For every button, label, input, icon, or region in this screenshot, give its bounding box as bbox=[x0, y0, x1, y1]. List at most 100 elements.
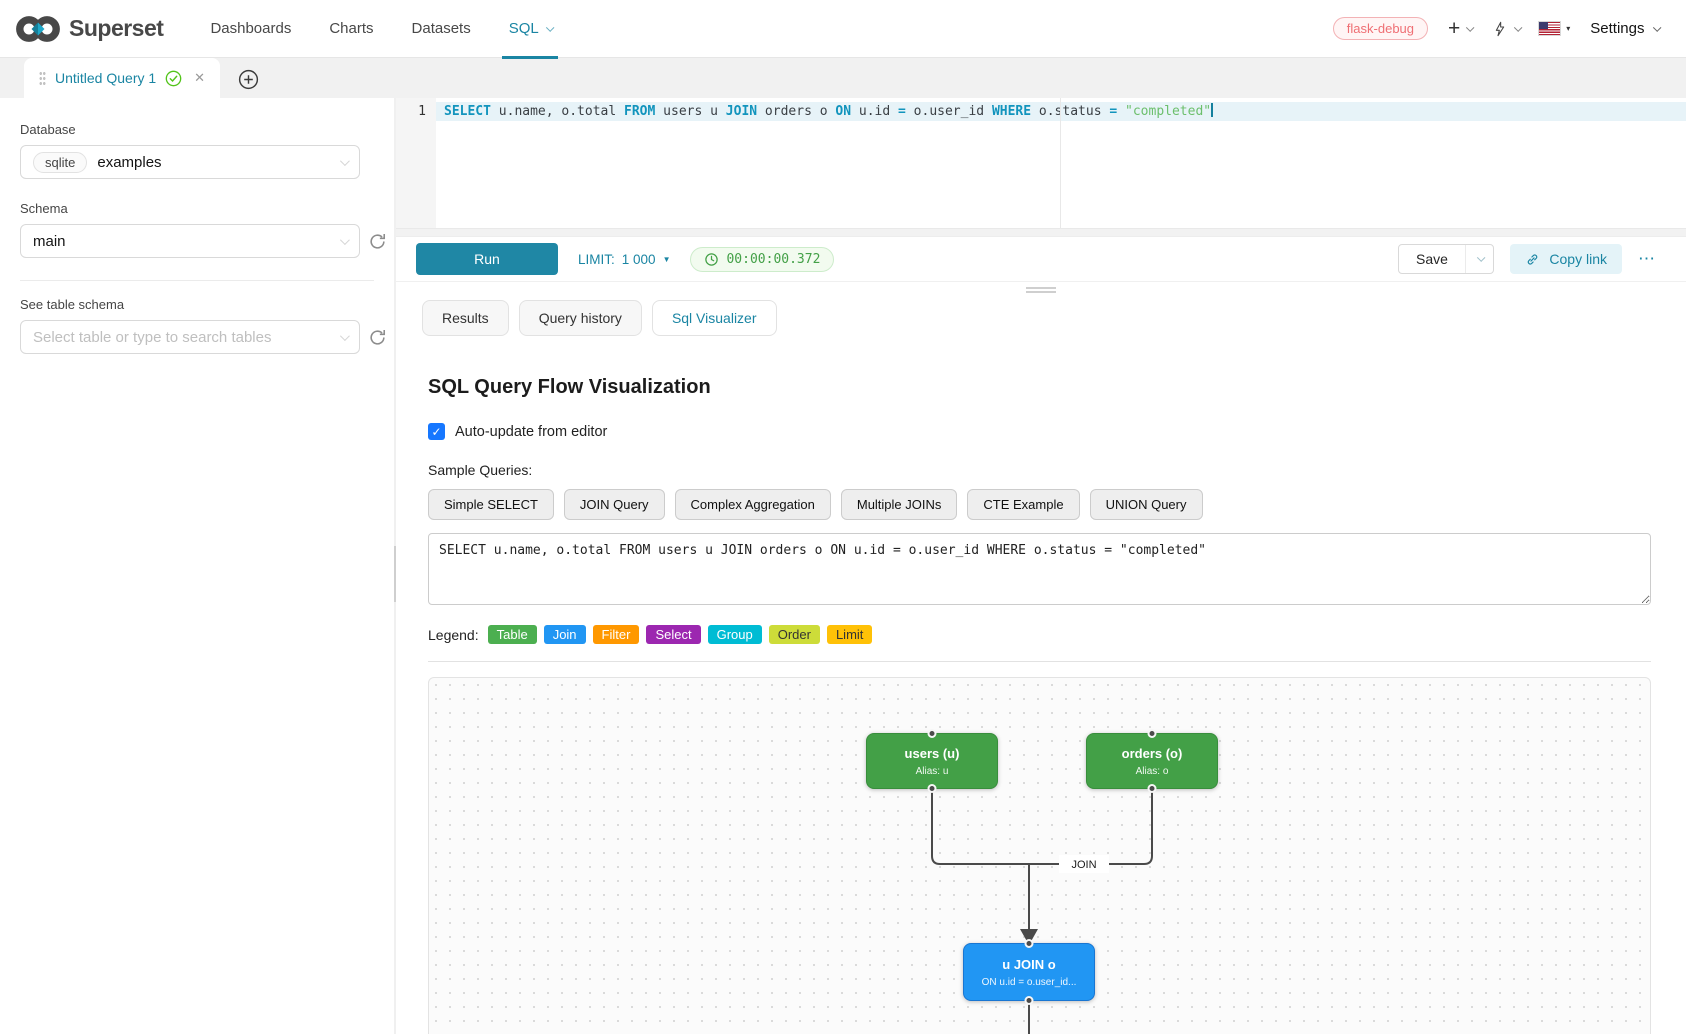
node-handle-bottom[interactable] bbox=[1147, 784, 1157, 793]
node-subtitle: Alias: o bbox=[1135, 765, 1169, 777]
arrowhead-icon bbox=[1020, 929, 1038, 945]
lightning-icon bbox=[1495, 21, 1504, 36]
query-tab-untitled-query-1[interactable]: Untitled Query 1 ✕ bbox=[24, 58, 221, 98]
print-margin-line bbox=[1060, 98, 1061, 228]
copy-link-button[interactable]: Copy link bbox=[1510, 244, 1622, 274]
sample-query-simple-select[interactable]: Simple SELECT bbox=[428, 489, 554, 520]
saved-check-icon bbox=[165, 70, 182, 86]
link-icon bbox=[1528, 253, 1538, 265]
caret-down-icon: ▼ bbox=[662, 254, 671, 264]
sql-editor[interactable]: 1 SELECT u.name, o.total FROM users u JO… bbox=[396, 98, 1686, 228]
sample-query-cte-example[interactable]: CTE Example bbox=[967, 489, 1080, 520]
refresh-schemas-button[interactable] bbox=[368, 232, 387, 251]
database-select[interactable]: sqlite examples bbox=[20, 145, 360, 179]
limit-dropdown[interactable]: LIMIT: 1 000 ▼ bbox=[578, 252, 670, 267]
flow-edges: JOIN bbox=[931, 789, 1153, 1034]
chevron-down-icon bbox=[339, 155, 350, 166]
query-tabbar: Untitled Query 1 ✕ bbox=[0, 58, 1686, 98]
run-button[interactable]: Run bbox=[416, 243, 558, 275]
chevron-down-icon bbox=[1652, 23, 1661, 31]
node-handle-top[interactable] bbox=[927, 729, 937, 738]
south-pane-resizer[interactable] bbox=[396, 282, 1686, 298]
refresh-icon bbox=[370, 233, 386, 249]
node-title: orders (o) bbox=[1121, 745, 1183, 761]
sample-query-union-query[interactable]: UNION Query bbox=[1089, 489, 1203, 520]
legend-label: Legend: bbox=[428, 626, 479, 643]
node-subtitle: Alias: u bbox=[915, 765, 949, 777]
sample-queries-label: Sample Queries: bbox=[428, 462, 533, 478]
splitter-grip[interactable] bbox=[394, 546, 396, 602]
query-tab-title: Untitled Query 1 bbox=[55, 70, 157, 86]
visualizer-title: SQL Query Flow Visualization bbox=[428, 376, 711, 398]
auto-update-checkbox[interactable]: ✓ bbox=[428, 423, 445, 440]
save-button[interactable]: Save bbox=[1415, 251, 1448, 267]
save-dropdown-button[interactable] bbox=[1464, 245, 1493, 273]
timer-value: 00:00:00.372 bbox=[726, 251, 821, 267]
database-label: Database bbox=[20, 122, 76, 137]
chevron-down-icon bbox=[546, 23, 554, 31]
tab-sql-visualizer[interactable]: Sql Visualizer bbox=[651, 300, 777, 336]
node-handle-bottom[interactable] bbox=[927, 784, 937, 793]
refresh-tables-button[interactable] bbox=[368, 328, 387, 347]
query-input[interactable]: SELECT u.name, o.total FROM users u JOIN… bbox=[428, 533, 1651, 605]
query-search-dropdown[interactable] bbox=[1492, 20, 1522, 38]
settings-menu[interactable]: Settings bbox=[1590, 20, 1661, 37]
tab-results[interactable]: Results bbox=[422, 300, 509, 336]
us-flag-icon bbox=[1538, 21, 1562, 36]
table-select-placeholder: Select table or type to search tables bbox=[33, 328, 272, 346]
sql-visualizer-panel: SQL Query Flow Visualization ✓ Auto-upda… bbox=[396, 336, 1686, 1034]
sample-query-join-query[interactable]: JOIN Query bbox=[563, 489, 665, 520]
sample-query-complex-aggregation[interactable]: Complex Aggregation bbox=[674, 489, 831, 520]
copy-link-label: Copy link bbox=[1549, 251, 1607, 267]
chevron-down-icon bbox=[1514, 23, 1522, 31]
brand-name: Superset bbox=[69, 15, 164, 41]
chevron-down-icon bbox=[1466, 23, 1475, 31]
add-tab-button[interactable] bbox=[238, 69, 259, 90]
language-picker[interactable]: ▾ bbox=[1538, 21, 1571, 36]
settings-label: Settings bbox=[1590, 20, 1645, 37]
add-tab-icon bbox=[238, 69, 259, 90]
schema-select[interactable]: main bbox=[20, 224, 360, 258]
sample-query-multiple-joins[interactable]: Multiple JOINs bbox=[840, 489, 958, 520]
limit-value: 1 000 bbox=[621, 251, 656, 267]
node-handle-top[interactable] bbox=[1147, 729, 1157, 738]
edge-label: JOIN bbox=[1071, 859, 1096, 871]
sqllab-main-pane: 1 SELECT u.name, o.total FROM users u JO… bbox=[396, 98, 1686, 1034]
resize-grip-icon[interactable] bbox=[1026, 287, 1056, 293]
nav-item-datasets[interactable]: Datasets bbox=[411, 20, 471, 37]
edge-label-bg bbox=[1059, 855, 1109, 873]
node-title: u JOIN o bbox=[1002, 956, 1056, 972]
environment-badge: flask-debug bbox=[1332, 17, 1429, 40]
new-item-dropdown[interactable]: + bbox=[1448, 17, 1475, 40]
chevron-down-icon bbox=[339, 234, 350, 245]
superset-logo[interactable]: Superset bbox=[16, 14, 164, 44]
table-select[interactable]: Select table or type to search tables bbox=[20, 320, 360, 354]
caret-down-icon: ▾ bbox=[1566, 24, 1571, 33]
plus-icon: + bbox=[1448, 17, 1461, 40]
nav-item-sql[interactable]: SQL bbox=[490, 0, 571, 59]
clock-icon bbox=[705, 252, 719, 266]
sql-code-line[interactable]: SELECT u.name, o.total FROM users u JOIN… bbox=[436, 102, 1686, 121]
schema-value: main bbox=[33, 232, 66, 250]
database-engine-tag: sqlite bbox=[33, 151, 88, 173]
node-handle-bottom[interactable] bbox=[1024, 996, 1034, 1005]
tab-query-history[interactable]: Query history bbox=[518, 300, 642, 336]
more-options-icon[interactable]: ⋯ bbox=[1638, 249, 1656, 268]
flow-node-table-users[interactable]: users (u)Alias: u bbox=[866, 729, 998, 793]
limit-label: LIMIT: bbox=[578, 251, 615, 267]
close-tab-icon[interactable]: ✕ bbox=[194, 70, 206, 85]
editor-code-area[interactable]: SELECT u.name, o.total FROM users u JOIN… bbox=[436, 98, 1686, 228]
node-handle-top[interactable] bbox=[1024, 939, 1034, 948]
flow-node-table-orders[interactable]: orders (o) Alias: o bbox=[1086, 729, 1218, 793]
chevron-down-icon bbox=[1477, 253, 1485, 262]
nav-item-dashboards[interactable]: Dashboards bbox=[210, 20, 292, 37]
nav-item-charts[interactable]: Charts bbox=[329, 20, 374, 37]
flow-canvas[interactable]: JOIN users (u)Alias: u orders (o) Alias: o… bbox=[428, 677, 1651, 1034]
pane-splitter[interactable] bbox=[394, 98, 396, 1034]
drag-handle-icon[interactable] bbox=[39, 70, 46, 86]
auto-update-label: Auto-update from editor bbox=[455, 423, 608, 440]
